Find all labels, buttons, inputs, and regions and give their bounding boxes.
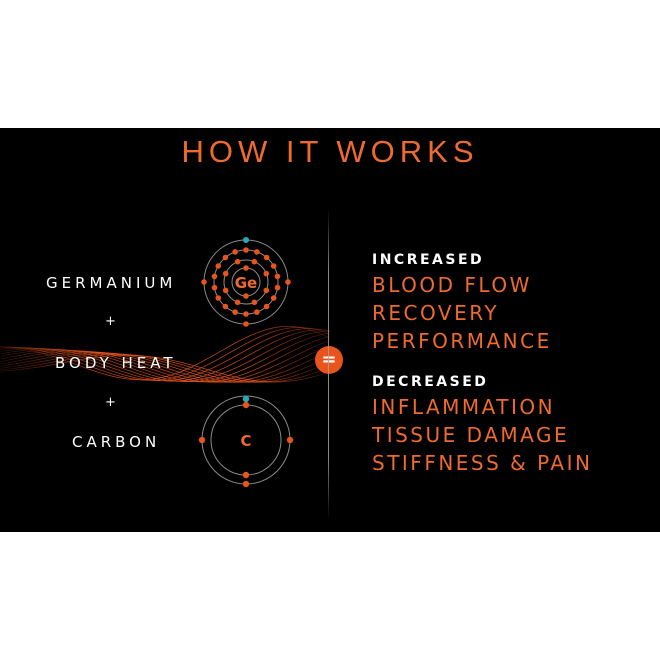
carbon-symbol: C [240, 432, 251, 450]
ingredient-body-heat: BODY HEAT [55, 354, 177, 372]
heat-wave-lines [0, 325, 331, 383]
ingredient-carbon: CARBON [72, 433, 161, 451]
decreased-item-tissue-damage: TISSUE DAMAGE [372, 423, 570, 447]
decreased-item-stiffness-pain: STIFFNESS & PAIN [372, 451, 593, 475]
how-it-works-panel: HOW IT WORKS Ge [0, 128, 660, 532]
decreased-item-inflammation: INFLAMMATION [372, 395, 556, 419]
page-title: HOW IT WORKS [181, 134, 479, 169]
plus-sign-1: + [105, 314, 116, 329]
increased-heading: INCREASED [372, 252, 485, 268]
vertical-divider [328, 208, 329, 520]
equals-badge: = [315, 346, 343, 374]
plus-sign-2: + [105, 395, 116, 410]
germanium-symbol: Ge [235, 274, 258, 292]
germanium-atom: Ge [201, 237, 291, 327]
increased-item-performance: PERFORMANCE [372, 329, 552, 353]
ingredient-germanium: GERMANIUM [46, 274, 177, 292]
increased-item-blood-flow: BLOOD FLOW [372, 273, 532, 297]
carbon-atom: C [198, 395, 294, 488]
decreased-heading: DECREASED [372, 374, 489, 390]
diagram-art: Ge C [0, 237, 331, 488]
increased-item-recovery: RECOVERY [372, 301, 500, 325]
